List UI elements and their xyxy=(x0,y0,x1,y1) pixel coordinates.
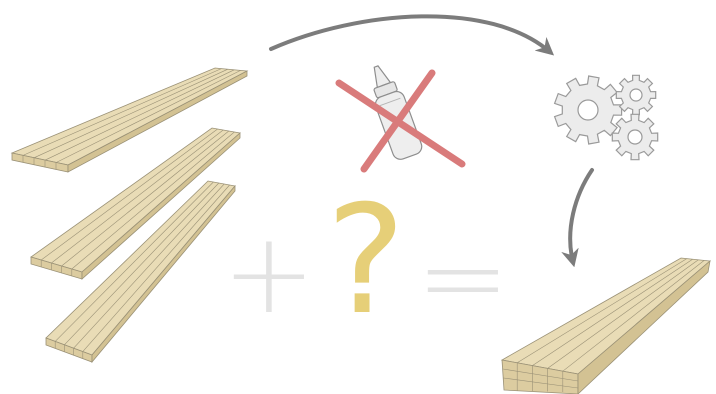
gear-large xyxy=(553,75,623,145)
question-mark: ? xyxy=(326,174,406,348)
gear-big-hole xyxy=(577,99,599,121)
right-curved-arrow-icon xyxy=(561,168,594,268)
input-board-1 xyxy=(10,67,249,173)
gear-small-1-hole xyxy=(629,88,643,102)
cross-out-icon xyxy=(335,69,466,173)
input-board-2 xyxy=(30,127,241,280)
gear-small-top xyxy=(615,74,657,116)
gear-small-bottom xyxy=(611,113,659,161)
top-curved-arrow-icon xyxy=(269,14,555,56)
glue-bottle-icon xyxy=(373,65,423,160)
equals-sign: = xyxy=(416,213,510,343)
gear-small-2-hole xyxy=(627,129,643,145)
input-board-3 xyxy=(45,180,236,364)
plus-sign: + xyxy=(222,209,316,339)
gears-icon xyxy=(553,74,659,161)
output-board xyxy=(500,257,711,394)
